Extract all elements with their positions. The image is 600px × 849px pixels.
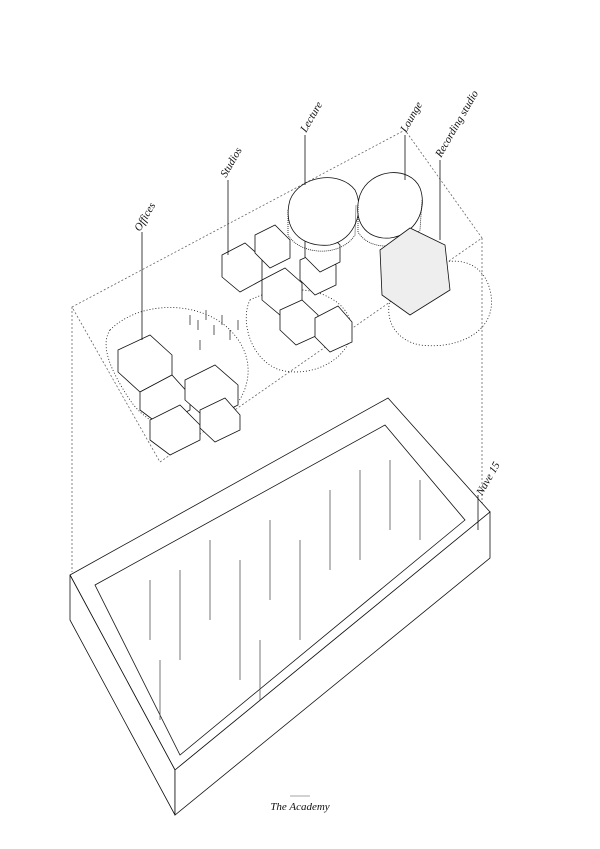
nave-15-building: [69, 397, 491, 816]
label-studios: Studios: [218, 145, 245, 179]
label-lounge: Lounge: [398, 100, 425, 136]
label-nave-15: Nave 15: [474, 460, 503, 499]
label-offices: Offices: [132, 201, 158, 234]
label-lecture: Lecture: [298, 100, 326, 136]
recording-studio: [379, 227, 451, 316]
lecture-hall: [287, 177, 360, 246]
caption: The Academy: [270, 801, 329, 813]
label-recording-studio: Recording studio: [433, 88, 482, 160]
lecture-hall-base: [287, 204, 357, 252]
offices-buildings: [117, 334, 241, 456]
people-crowd: [189, 310, 239, 350]
lounge: [357, 172, 423, 239]
